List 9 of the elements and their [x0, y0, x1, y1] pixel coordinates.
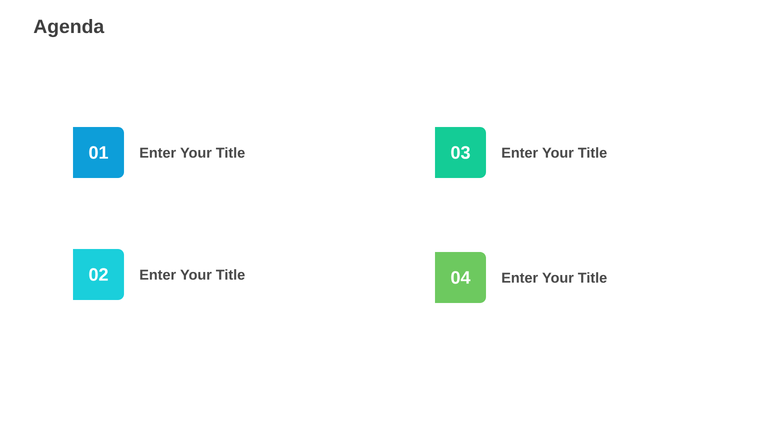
item-title: Enter Your Title [502, 272, 607, 283]
number-box: 03 [435, 127, 486, 178]
item-title: Enter Your Title [502, 147, 607, 158]
item-title: Enter Your Title [140, 147, 245, 158]
item-title: Enter Your Title [140, 269, 245, 280]
number-box: 01 [73, 127, 124, 178]
number-box: 04 [435, 252, 486, 303]
number-box: 02 [73, 249, 124, 300]
heading: Agenda [34, 18, 104, 38]
